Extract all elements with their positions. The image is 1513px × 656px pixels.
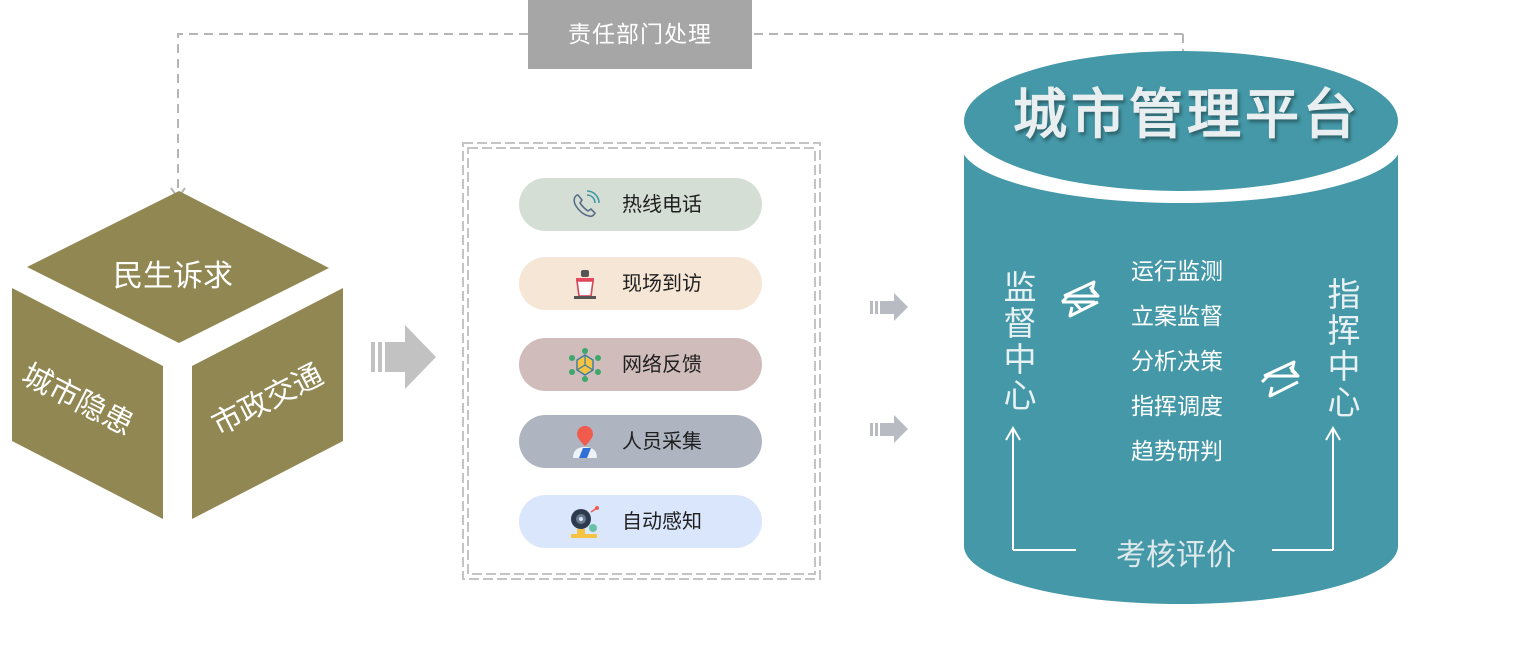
channel-hotline[interactable]: 热线电话 (519, 178, 762, 231)
channel-auto-sensing[interactable]: 自动感知 (519, 495, 762, 548)
channel-label: 自动感知 (622, 509, 702, 533)
platform-cylinder (961, 51, 1401, 604)
evaluation-label: 考核评价 (1116, 538, 1236, 573)
category-cube (12, 191, 343, 519)
robot-sensor-icon (571, 505, 599, 538)
cube-top-face (27, 191, 329, 343)
platform-title: 城市管理平台 (1013, 82, 1361, 146)
function-item: 立案监督 (1131, 304, 1223, 330)
podium-icon (574, 269, 596, 299)
cube-left-face (12, 288, 163, 519)
evaluation-loop (1005, 426, 1341, 551)
channel-label: 热线电话 (622, 192, 702, 216)
supervision-center-label: 监督中心 (1003, 268, 1037, 415)
responsible-department-label: 责任部门处理 (528, 0, 752, 69)
channel-label: 现场到访 (622, 271, 702, 295)
flow-arrow-large (371, 325, 436, 389)
channel-network-feedback[interactable]: 网络反馈 (519, 338, 762, 391)
function-item: 指挥调度 (1131, 394, 1223, 420)
feedback-dashed-line-left (177, 33, 528, 198)
cube-right-face (192, 288, 343, 519)
channel-container-outer (462, 142, 821, 580)
exchange-icon-right (1260, 360, 1300, 398)
function-item: 分析决策 (1131, 349, 1223, 375)
cube-top-label: 民生诉求 (113, 259, 233, 294)
cylinder-top (964, 51, 1398, 191)
cylinder-body (964, 150, 1398, 604)
channel-container-inner (467, 147, 816, 575)
channel-staff-collection[interactable]: 人员采集 (519, 415, 762, 468)
flow-arrow-small-upper (870, 293, 908, 321)
phone-icon (573, 189, 600, 217)
person-icon (573, 425, 597, 458)
function-item: 运行监测 (1131, 259, 1223, 285)
channel-label: 人员采集 (622, 429, 702, 453)
exchange-icon-left (1060, 280, 1100, 318)
channel-onsite-visit[interactable]: 现场到访 (519, 257, 762, 310)
channel-label: 网络反馈 (622, 352, 702, 376)
platform-function-list: 运行监测 立案监督 分析决策 指挥调度 趋势研判 (1131, 250, 1223, 475)
network-icon (569, 347, 601, 382)
flow-arrow-small-lower (870, 415, 908, 443)
function-item: 趋势研判 (1131, 439, 1223, 465)
command-center-label: 指挥中心 (1327, 275, 1361, 422)
